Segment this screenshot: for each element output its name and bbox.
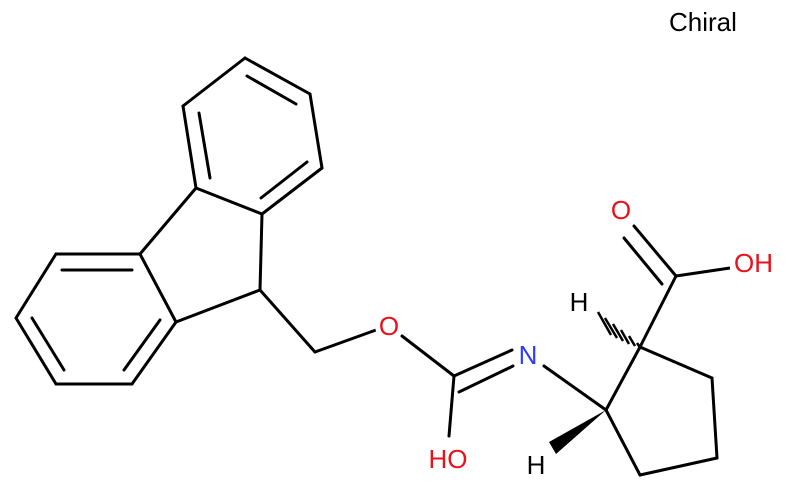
solid-wedge-bond <box>549 410 606 454</box>
bond <box>30 316 66 372</box>
bond <box>638 456 719 477</box>
bond <box>604 408 642 477</box>
atom-n-amide-label: N <box>519 340 538 370</box>
bond <box>138 186 198 256</box>
atom-h-beta: H <box>527 450 546 480</box>
bond <box>622 236 664 286</box>
bond <box>400 334 456 378</box>
bond <box>258 288 317 354</box>
bond <box>452 348 514 378</box>
atom-h-beta-label: H <box>527 450 546 480</box>
bond <box>174 288 262 324</box>
atom-n-amide: N <box>513 340 543 370</box>
bond <box>259 160 309 200</box>
atom-o-carbonyl: O <box>607 195 635 225</box>
bond <box>14 252 58 320</box>
bond <box>245 74 298 106</box>
bond <box>674 266 732 278</box>
bond <box>181 56 247 108</box>
atom-oh-carbamate: HO <box>422 442 474 474</box>
bond <box>308 92 324 170</box>
chiral-annotation: Chiral <box>669 7 737 37</box>
bond <box>638 345 714 380</box>
bond <box>313 328 378 354</box>
bond <box>447 374 456 438</box>
atom-o-ether: O <box>375 311 403 341</box>
bond <box>632 224 678 278</box>
bond <box>542 364 608 412</box>
bond <box>260 166 324 216</box>
bond <box>604 345 642 412</box>
bond <box>14 316 58 386</box>
bond <box>138 252 178 324</box>
atom-oh-acid: OH <box>730 248 780 280</box>
bond <box>181 104 198 190</box>
bond <box>258 212 264 292</box>
atom-o-carbonyl-label: O <box>611 195 631 225</box>
atom-h-alpha: H <box>570 287 589 317</box>
bond <box>457 364 515 394</box>
bond <box>194 186 264 216</box>
bond <box>122 318 162 372</box>
hashed-wedge-bond <box>596 311 643 350</box>
bond <box>130 320 178 386</box>
atom-o-ether-label: O <box>379 311 399 341</box>
bond <box>710 376 719 460</box>
atom-oh-carbamate-label: HO <box>429 444 468 474</box>
bond <box>243 56 312 96</box>
bond <box>197 111 212 180</box>
atom-h-alpha-label: H <box>570 287 589 317</box>
stereo-bonds <box>549 311 643 454</box>
atom-labels: O OH H H N O HO <box>375 195 780 480</box>
bonds <box>14 56 732 477</box>
atom-oh-acid-label: OH <box>734 248 773 278</box>
bond <box>638 274 678 349</box>
